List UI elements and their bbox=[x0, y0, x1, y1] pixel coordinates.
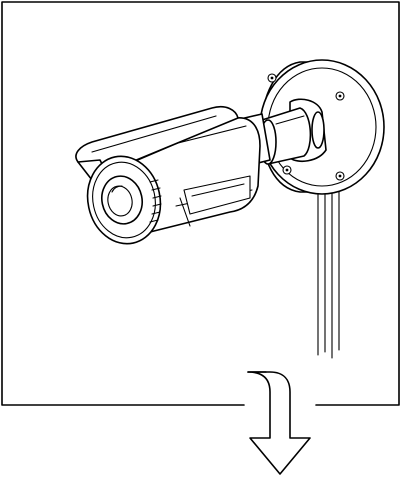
bullet-camera-icon bbox=[75, 105, 261, 245]
down-arrow-icon bbox=[247, 371, 311, 475]
frame-icon bbox=[1, 1, 400, 406]
cables-icon bbox=[317, 189, 340, 359]
